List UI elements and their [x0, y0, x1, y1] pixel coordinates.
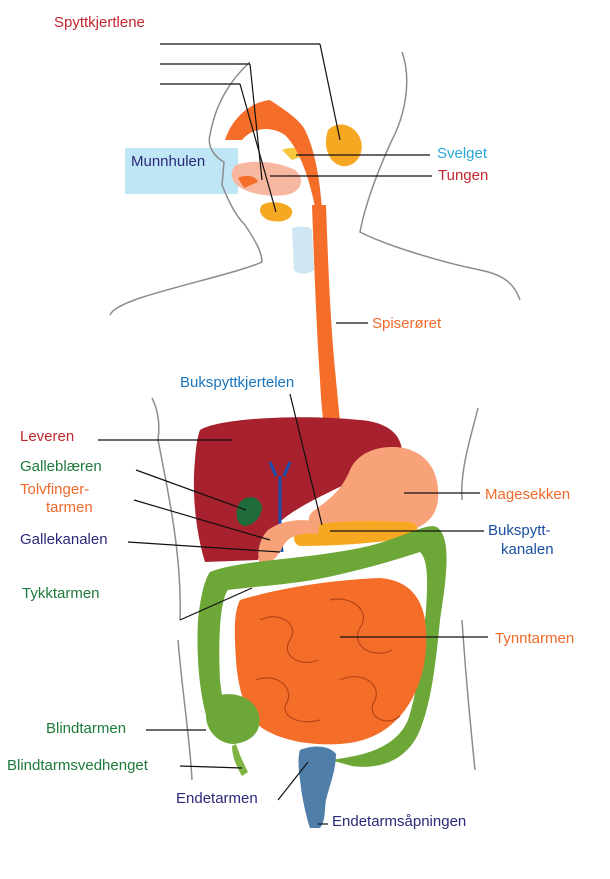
gallbladder — [236, 497, 262, 526]
pancreas — [294, 520, 418, 546]
label-stomach: Magesekken — [485, 486, 571, 503]
leader-lines — [98, 43, 488, 825]
label-appendix: Blindtarmsvedhenget — [7, 757, 148, 774]
appendix — [232, 744, 248, 776]
label-tongue: Tungen — [438, 167, 489, 184]
stomach — [308, 446, 439, 533]
label-cecum: Blindtarmen — [46, 720, 127, 737]
label-bile-duct: Gallekanalen — [20, 531, 108, 548]
esophagus — [312, 205, 348, 478]
mouth-pharynx — [225, 100, 322, 212]
label-gallbladder: Galleblæren — [20, 458, 102, 475]
label-liver: Leveren — [20, 428, 75, 445]
label-pancreatic-duct-line1: Bukspytt- — [488, 522, 551, 539]
label-salivary-glands: Spyttkjertlene — [54, 14, 145, 31]
duodenum — [258, 520, 320, 565]
label-duodenum-line1: Tolvfinger- — [20, 481, 90, 498]
label-pharynx: Svelget — [437, 145, 488, 162]
label-pancreas: Bukspyttkjertelen — [180, 374, 295, 391]
large-intestine — [197, 526, 447, 767]
label-pancreatic-duct-line2: kanalen — [501, 541, 554, 558]
body-outline — [109, 51, 521, 781]
label-duodenum-line2: tarmen — [46, 499, 93, 516]
oral-cavity-highlight — [125, 148, 238, 194]
trachea — [292, 226, 314, 274]
intestine-folds — [255, 598, 401, 723]
label-esophagus: Spiserøret — [372, 315, 442, 332]
label-large-intestine: Tykktarmen — [22, 585, 100, 602]
label-oral-cavity: Munnhulen — [131, 153, 206, 170]
label-anus: Endetarmsåpningen — [332, 813, 467, 830]
rectum — [298, 746, 336, 828]
cecum — [206, 694, 260, 744]
small-intestine — [234, 578, 427, 745]
label-rectum: Endetarmen — [176, 790, 258, 807]
label-small-intestine: Tynntarmen — [495, 630, 575, 647]
